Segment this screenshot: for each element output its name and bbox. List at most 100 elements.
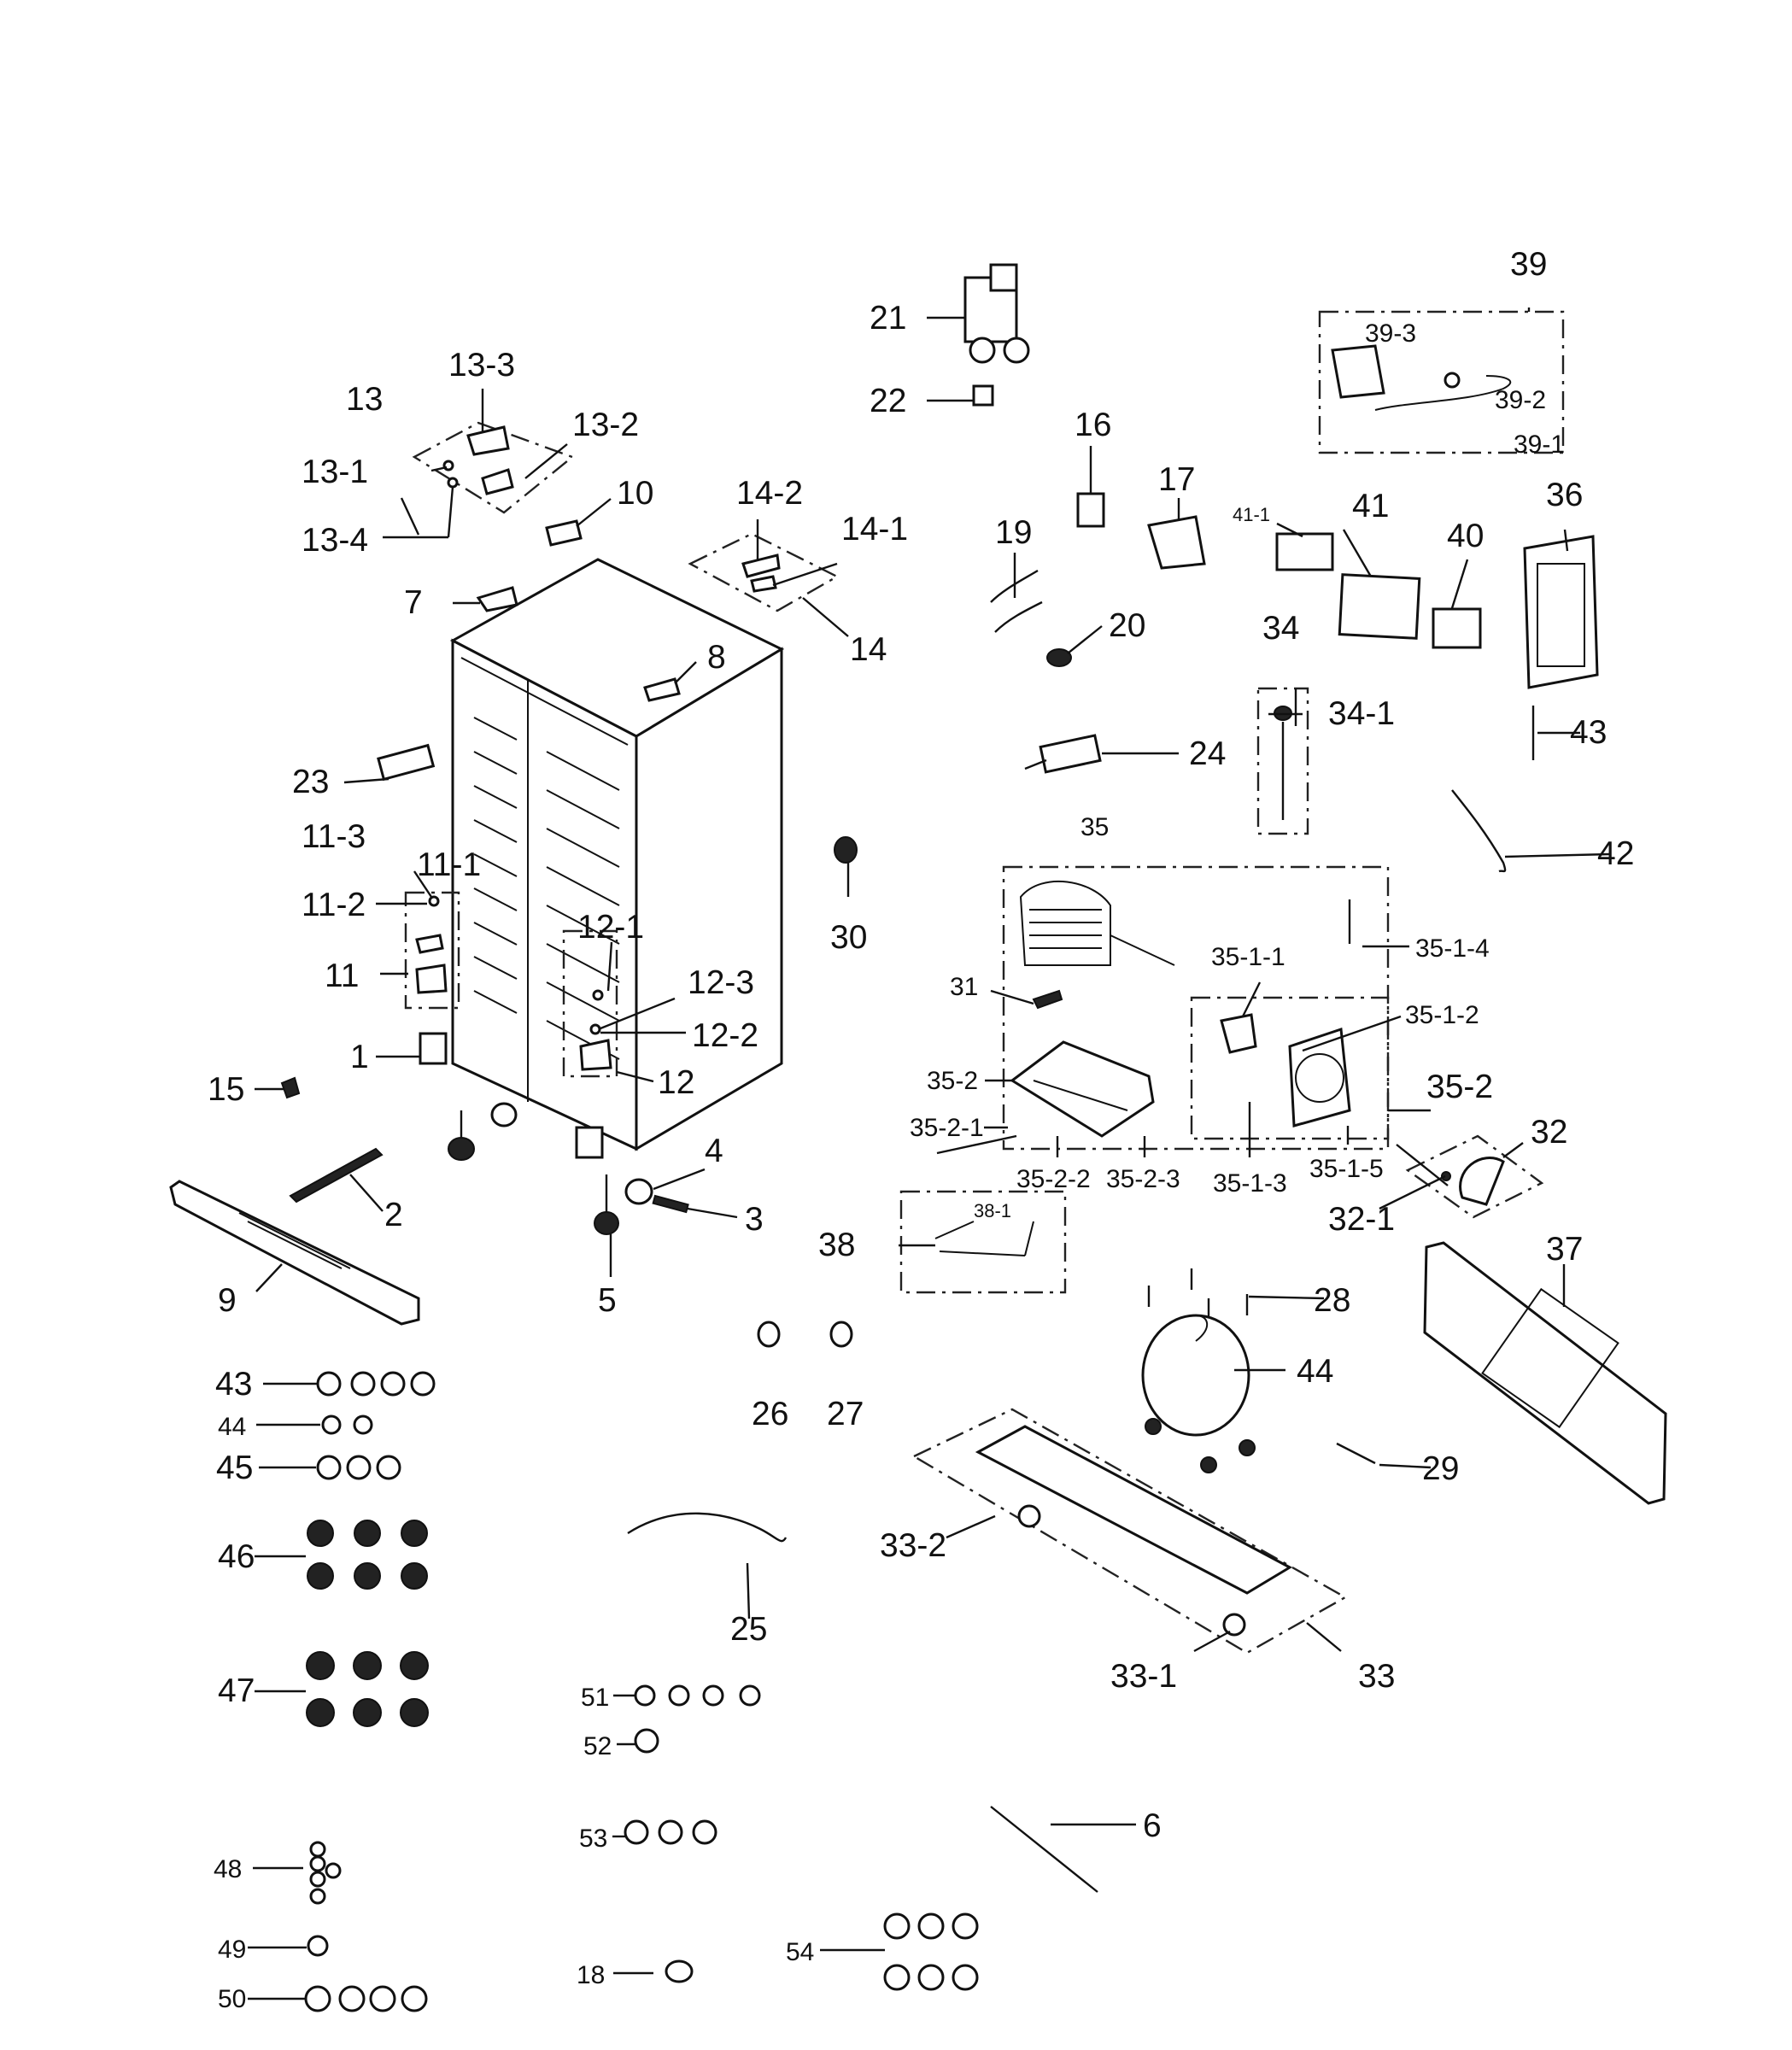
label-25: 25 [730,1611,767,1648]
label-27: 27 [827,1396,864,1432]
part-1-cover [419,1032,448,1065]
label-6: 6 [1143,1807,1162,1844]
label-54: 54 [786,1938,814,1966]
label-41: 41 [1352,488,1389,524]
label-14-2: 14-2 [736,475,803,512]
label-35-2-left: 35-2 [927,1067,978,1095]
part-35-assembly [1002,865,1390,1151]
label-32-1: 32-1 [1328,1201,1395,1238]
label-52: 52 [583,1732,612,1760]
label-34: 34 [1262,610,1299,647]
part-38-assembly [899,1190,1067,1294]
cabinet-body [449,558,785,1151]
label-33-2: 33-2 [880,1527,946,1564]
part-42-harness [1451,789,1507,873]
label-4: 4 [705,1133,723,1169]
part-foot-left [448,1110,475,1161]
part-22-cap [972,384,994,407]
part-49-screw [307,1935,329,1957]
label-9: 9 [218,1282,237,1319]
label-29: 29 [1422,1450,1459,1487]
label-12: 12 [658,1064,694,1101]
label-13-3: 13-3 [448,347,515,384]
label-3: 3 [745,1201,764,1238]
label-51: 51 [581,1684,609,1712]
label-14: 14 [850,631,887,668]
part-53-screws [624,1819,717,1845]
part-19-tubes [990,569,1043,633]
label-17: 17 [1158,461,1195,498]
label-12-1: 12-1 [577,909,644,946]
label-10: 10 [617,475,653,512]
label-20: 20 [1109,607,1145,644]
label-48: 48 [214,1855,242,1883]
label-7: 7 [404,584,423,621]
label-53: 53 [579,1824,607,1853]
part-11-assembly [404,891,460,1010]
label-21: 21 [870,300,906,337]
label-2: 2 [384,1197,403,1233]
part-8-hinge [643,677,681,702]
label-23: 23 [292,764,329,800]
label-47: 47 [218,1672,255,1709]
label-11: 11 [325,958,360,994]
part-35-1-1-motor [1220,1013,1257,1054]
label-37: 37 [1546,1231,1583,1268]
label-33: 33 [1358,1658,1395,1695]
part-9-base-grille [169,1180,420,1326]
label-12-3: 12-3 [688,964,754,1001]
label-35-2-3: 35-2-3 [1106,1165,1180,1193]
label-38-1: 38-1 [974,1200,1011,1221]
label-15: 15 [208,1071,244,1108]
part-33-base-plate [911,1408,1348,1655]
label-46: 46 [218,1538,255,1575]
part-35-evaporator-coil [1019,880,1175,966]
part-54-screws [883,1912,979,1991]
label-45: 45 [216,1450,253,1486]
label-44-top: 44 [1297,1353,1333,1390]
label-30: 30 [830,919,867,956]
label-34-1: 34-1 [1328,695,1395,732]
part-roller-left [490,1102,518,1128]
label-13-2: 13-2 [572,407,639,443]
label-35-1-4: 35-1-4 [1415,934,1490,963]
label-35-2-2: 35-2-2 [1016,1165,1091,1193]
part-5-leveling-foot [594,1174,619,1235]
label-28: 28 [1314,1282,1350,1319]
label-11-1: 11-1 [417,846,481,883]
label-35-1-1: 35-1-1 [1211,943,1285,971]
part-12-assembly [562,929,618,1078]
part-26-grommet [757,1321,781,1348]
label-12-2: 12-2 [692,1017,758,1054]
part-36-panel [1523,535,1599,689]
part-10-cap [545,519,583,547]
leader-lines [248,308,1611,2000]
label-49: 49 [218,1936,246,1964]
part-31-clip [1032,989,1063,1010]
part-3-bolt [652,1194,689,1214]
part-16-clip [1076,492,1105,528]
label-39-3: 39-3 [1365,319,1416,348]
label-35-1-5: 35-1-5 [1309,1155,1384,1183]
label-43: 43 [215,1366,252,1403]
part-21-water-valve [963,263,1030,364]
label-41-1: 41-1 [1233,504,1270,525]
label-13-1: 13-1 [302,454,368,490]
part-51-screws [634,1684,761,1707]
part-45-screws [316,1455,401,1480]
part-27-grommet [829,1321,853,1348]
label-26: 26 [752,1396,788,1432]
part-52-screw [634,1728,659,1754]
label-39: 39 [1510,246,1547,283]
label-42: 42 [1597,835,1634,872]
label-11-2: 11-2 [302,887,366,923]
part-6-rod [990,1806,1098,1893]
label-13-4: 13-4 [302,522,368,559]
label-8: 8 [707,639,726,676]
part-2-strip [289,1147,384,1204]
label-19: 19 [995,514,1032,551]
label-35: 35 [1080,813,1109,841]
part-23-hinge-cover [377,743,436,782]
label-40: 40 [1447,518,1484,554]
part-48-screws [309,1841,342,1905]
